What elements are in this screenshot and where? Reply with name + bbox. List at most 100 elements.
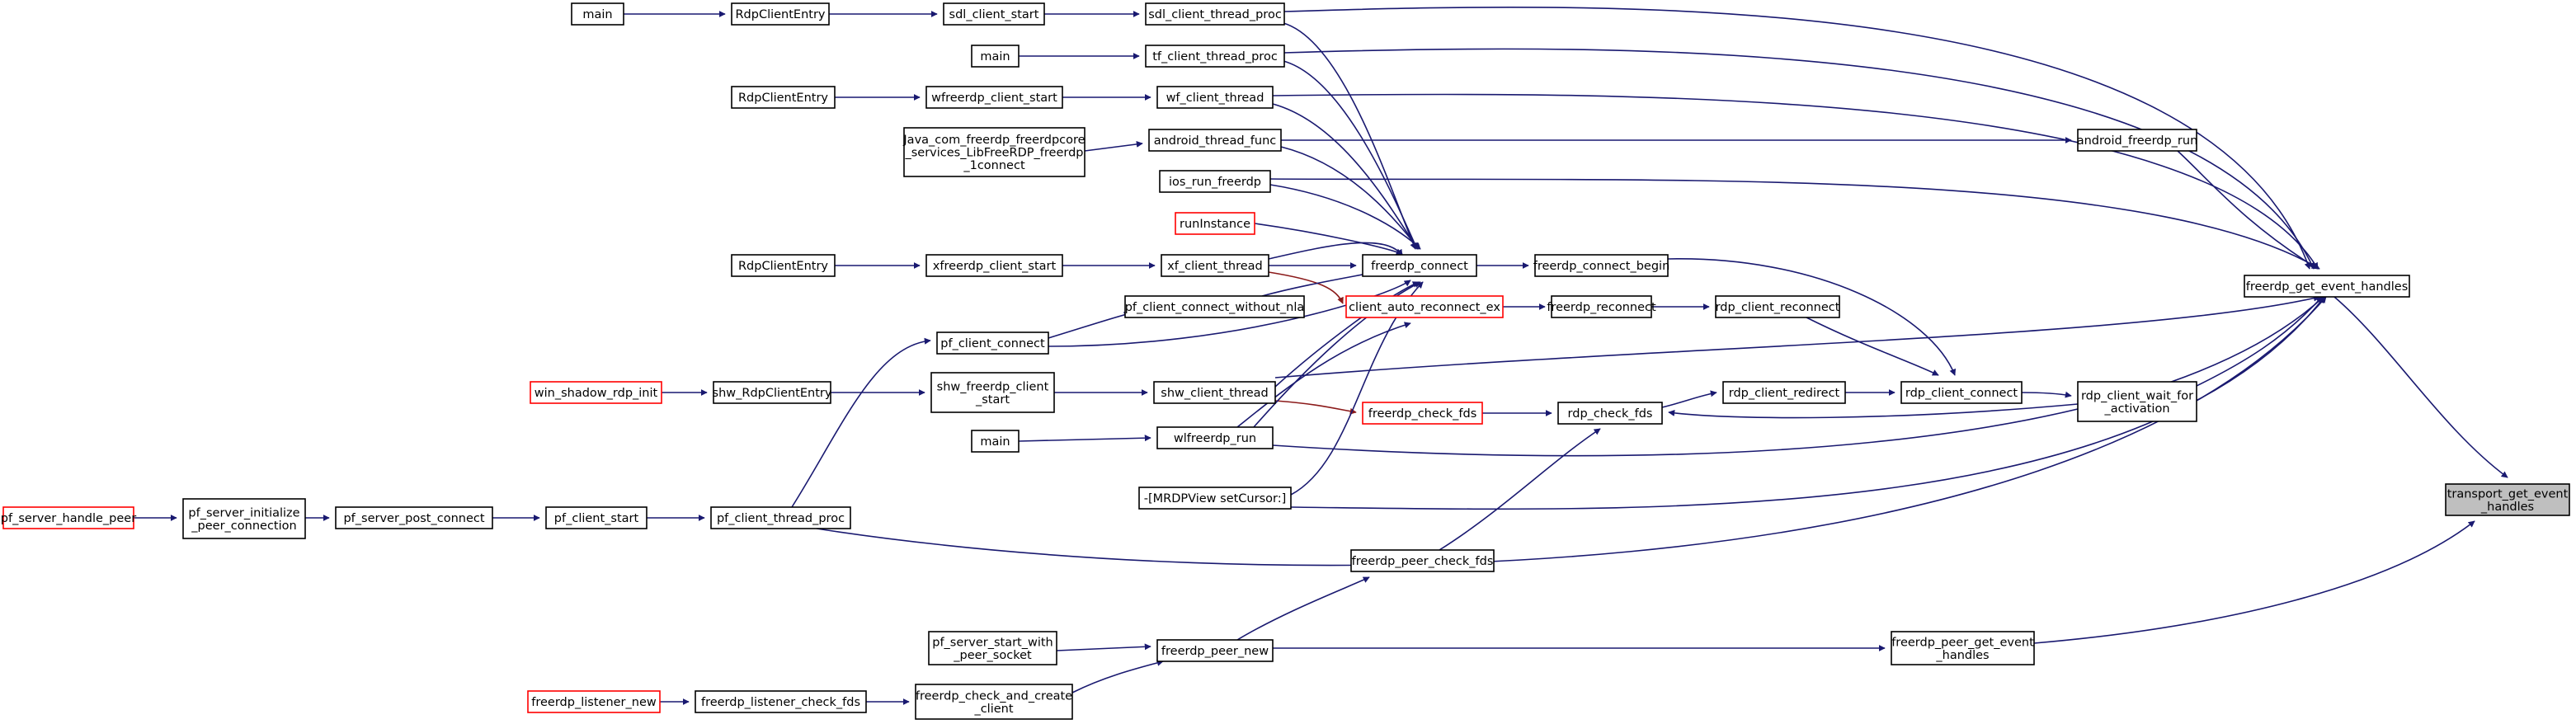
node-pf-server-initialize-peer-connection[interactable]: pf_server_initialize_peer_connection — [182, 498, 306, 539]
node-xfreerdp-client-start[interactable]: xfreerdp_client_start — [925, 254, 1063, 277]
node-freerdp-connect-begin[interactable]: freerdp_connect_begin — [1533, 254, 1670, 277]
node-rdp-client-connect[interactable]: rdp_client_connect — [1900, 381, 2023, 404]
node-label: freerdp_listener_check_fds — [701, 696, 860, 709]
node-pf-client-thread-proc[interactable]: pf_client_thread_proc — [710, 506, 851, 529]
node-box — [1345, 295, 1504, 318]
node-main-2[interactable]: main — [971, 45, 1020, 68]
node-rdpcliententry-3[interactable]: RdpClientEntry — [731, 254, 836, 277]
node-freerdp-connect[interactable]: freerdp_connect — [1362, 254, 1477, 277]
call-edge — [1806, 317, 1939, 376]
node-shw-client-thread[interactable]: shw_client_thread — [1153, 381, 1276, 404]
node-client-auto-reconnect-ex[interactable]: client_auto_reconnect_ex — [1345, 295, 1504, 318]
node-box — [936, 331, 1049, 355]
node-pf-server-handle-peer[interactable]: pf_server_handle_peer — [1, 506, 136, 529]
call-edge-path — [1274, 400, 1357, 415]
call-edge — [1253, 281, 1421, 428]
node-rdp-check-fds[interactable]: rdp_check_fds — [1557, 402, 1663, 425]
node-rdp-client-reconnect[interactable]: rdp_client_reconnect — [1715, 295, 1840, 318]
node-sdl-client-thread-proc[interactable]: sdl_client_thread_proc — [1145, 2, 1285, 26]
node-android-thread-func[interactable]: android_thread_func — [1148, 129, 1282, 152]
node-box — [1715, 295, 1840, 318]
node-freerdp-check-fds[interactable]: freerdp_check_fds — [1362, 402, 1483, 425]
call-edge — [1268, 271, 1344, 304]
node-label: main — [582, 8, 612, 21]
node-box — [915, 684, 1073, 720]
node-shw-freerdp-client-start[interactable]: shw_freerdp_client_start — [930, 372, 1055, 413]
call-edge — [2033, 520, 2475, 644]
node-freerdp-check-and-create-client[interactable]: freerdp_check_and_create_client — [915, 684, 1073, 720]
node-label: rdp_client_reconnect — [1716, 301, 1840, 314]
call-edge — [1661, 390, 1717, 408]
call-edge — [1283, 60, 1418, 250]
node-tf-client-thread-proc[interactable]: tf_client_thread_proc — [1145, 45, 1285, 68]
node-ios-run-freerdp[interactable]: ios_run_freerdp — [1159, 170, 1271, 193]
node-rdp-client-wait-for-activation[interactable]: rdp_client_wait_for_activation — [2077, 381, 2197, 422]
node-main-3[interactable]: main — [971, 430, 1020, 453]
node-box — [1148, 129, 1282, 152]
node-xf-client-thread[interactable]: xf_client_thread — [1161, 254, 1269, 277]
node-label: _client — [973, 703, 1013, 716]
node-pf-client-start[interactable]: pf_client_start — [545, 506, 648, 529]
node-label: freerdp_peer_check_fds — [1352, 555, 1494, 568]
node-java-libfreerdp-connect[interactable]: Java_com_freerdp_freerdpcore_services_Li… — [902, 127, 1085, 177]
node-label: RdpClientEntry — [738, 92, 828, 105]
node-pf-client-connect-without-nla[interactable]: pf_client_connect_without_nla — [1124, 295, 1305, 318]
node-box — [527, 690, 661, 713]
node-freerdp-peer-check-fds[interactable]: freerdp_peer_check_fds — [1350, 549, 1495, 572]
call-edge-path — [1272, 103, 1419, 250]
node-pf-server-post-connect[interactable]: pf_server_post_connect — [335, 506, 493, 529]
node-transport-get-event-handles[interactable]: transport_get_event_handles — [2445, 483, 2570, 516]
node-shw-rdpcliententry[interactable]: shw_RdpClientEntry — [713, 381, 832, 404]
node-freerdp-peer-new[interactable]: freerdp_peer_new — [1156, 639, 1274, 662]
call-edge — [2196, 296, 2323, 387]
node-box — [713, 381, 831, 404]
node-wfreerdp-client-start[interactable]: wfreerdp_client_start — [925, 86, 1063, 109]
node-label: pf_server_start_with — [932, 636, 1053, 649]
node-box — [930, 372, 1055, 413]
node-label: Java_com_freerdp_freerdpcore — [902, 134, 1085, 147]
node-mrdpview-setcursor[interactable]: -[MRDPView setCursor:] — [1138, 487, 1292, 510]
node-freerdp-reconnect[interactable]: freerdp_reconnect — [1547, 295, 1656, 318]
call-edge — [1272, 296, 2324, 457]
node-freerdp-get-event-handles[interactable]: freerdp_get_event_handles — [2244, 275, 2410, 298]
call-edge — [791, 337, 931, 508]
call-edge — [1018, 435, 1151, 442]
call-edge-path — [1056, 643, 1151, 651]
node-box — [925, 86, 1063, 109]
call-edge — [1254, 223, 1403, 256]
node-label: runInstance — [1180, 218, 1250, 231]
node-label: wf_client_thread — [1166, 92, 1264, 105]
node-label: _handles — [2480, 501, 2534, 514]
node-box — [710, 506, 851, 529]
node-rdpcliententry-1[interactable]: RdpClientEntry — [731, 2, 830, 26]
node-rdpcliententry-2[interactable]: RdpClientEntry — [731, 86, 836, 109]
call-edge-path — [1269, 178, 2320, 270]
node-freerdp-listener-new[interactable]: freerdp_listener_new — [527, 690, 661, 713]
call-edge-path — [1280, 146, 1420, 250]
node-label: sdl_client_thread_proc — [1148, 8, 1282, 21]
node-rdp-client-redirect[interactable]: rdp_client_redirect — [1722, 381, 1846, 404]
node-runinstance[interactable]: runInstance — [1175, 212, 1255, 235]
call-edge — [1283, 7, 2311, 270]
node-wlfreerdp-run[interactable]: wlfreerdp_run — [1156, 426, 1274, 449]
node-win-shadow-rdp-init[interactable]: win_shadow_rdp_init — [530, 381, 662, 404]
node-box — [1900, 381, 2023, 404]
call-edge — [2333, 296, 2508, 478]
node-label: rdp_check_fds — [1568, 407, 1653, 421]
node-pf-server-start-with-peer-socket[interactable]: pf_server_start_with_peer_socket — [928, 631, 1057, 665]
call-edge-path — [2021, 391, 2072, 398]
node-pf-client-connect[interactable]: pf_client_connect — [936, 331, 1049, 355]
node-box — [731, 86, 836, 109]
node-freerdp-listener-check-fds[interactable]: freerdp_listener_check_fds — [695, 690, 867, 713]
node-sdl-client-start[interactable]: sdl_client_start — [943, 2, 1045, 26]
node-label: pf_server_handle_peer — [1, 512, 136, 525]
call-edge — [1274, 400, 1357, 415]
node-main-1[interactable]: main — [571, 2, 624, 26]
call-edge-path — [1274, 294, 2320, 378]
node-freerdp-peer-get-event-handles[interactable]: freerdp_peer_get_event_handles — [1891, 631, 2035, 665]
node-android-freerdp-run[interactable]: android_freerdp_run — [2077, 129, 2198, 152]
node-label: pf_client_start — [554, 512, 639, 525]
node-wf-client-thread[interactable]: wf_client_thread — [1156, 86, 1274, 109]
call-edge — [1048, 280, 1411, 347]
